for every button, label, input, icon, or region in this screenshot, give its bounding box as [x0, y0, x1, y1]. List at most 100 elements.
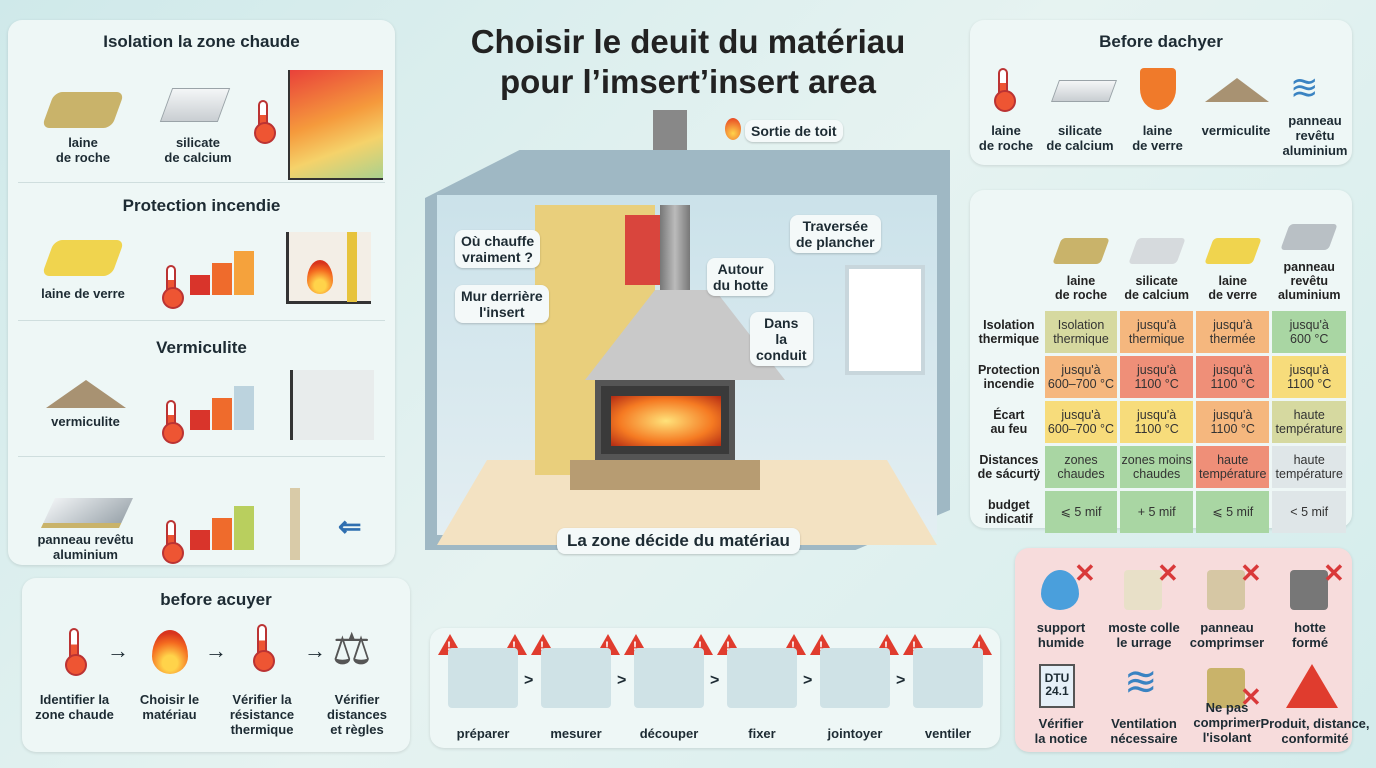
wall-behind-label: Mur derrière l'insert	[455, 285, 549, 323]
warning-label: panneau comprimser	[1189, 620, 1265, 650]
zone-decides-label: La zone décide du matériau	[557, 528, 800, 554]
arrow-left-icon: ⇐	[338, 511, 362, 542]
calcium-silicate-icon	[1050, 80, 1118, 102]
table-cell: ⩽ 5 mif	[1195, 491, 1270, 533]
aluminium-wind-icon: ≋	[1290, 69, 1319, 107]
table-cell: jusqu'à thermée	[1195, 311, 1270, 353]
wind-icon: ≋	[1124, 660, 1158, 704]
row-header: Protection incendie	[977, 363, 1040, 391]
warnings-panel: ✕support humide✕moste colle le urrage✕pa…	[1015, 548, 1370, 752]
scale-icon: ⚖	[332, 625, 372, 674]
row-header: budget indicatif	[984, 498, 1033, 526]
chimney-cap-icon	[653, 110, 687, 150]
table-cell: Isolation thermique	[1044, 311, 1118, 353]
section-heading: Isolation la zone chaude	[103, 32, 300, 51]
left-materials-panel: Isolation la zone chaude laine de roche …	[8, 20, 395, 565]
step-label: découper	[639, 726, 699, 741]
column-header: laine de verre	[1196, 196, 1270, 308]
material-icon	[1127, 238, 1186, 264]
table-cell: < 5 mif	[1272, 491, 1346, 533]
section-heading: Vermiculite	[156, 338, 247, 357]
glue-tube-icon	[1124, 570, 1162, 610]
step-label: fixer	[748, 726, 776, 741]
prepare-step-icon	[448, 648, 518, 708]
item-label: vermiculite	[1201, 123, 1271, 138]
insulation-board-icon	[1207, 668, 1245, 708]
flame-icon	[725, 118, 741, 140]
fire-wall-icon	[286, 232, 371, 304]
table-cell: jusqu'à 1100 °C	[1195, 401, 1270, 443]
compressed-panel-icon	[1207, 570, 1245, 610]
thermometer-icon	[253, 624, 275, 672]
table-cell: haute température	[1195, 446, 1270, 488]
thermometer-icon	[254, 100, 276, 144]
chevron-right-icon: >	[803, 672, 813, 689]
hot-zone-question-label: Où chauffe vraiment ?	[455, 230, 541, 268]
step-label: Choisir le matériau	[139, 692, 200, 722]
heat-bars-icon	[190, 500, 254, 550]
chevron-right-icon: >	[617, 672, 627, 689]
table-cell: jusqu'à 1100 °C	[1195, 356, 1270, 398]
chevron-right-icon: >	[896, 672, 906, 689]
hood-icon	[1290, 570, 1328, 610]
section-heading: before acuyer	[160, 590, 272, 609]
materials-overview-panel: Before dachyer ≋ laine de roche silicate…	[970, 20, 1352, 165]
wall-arrow-icon	[290, 488, 300, 560]
table-cell: ⩽ 5 mif	[1044, 491, 1118, 533]
step-label: mesurer	[550, 726, 602, 741]
prohibited-icon: ✕	[1240, 558, 1262, 588]
table-cell: jusqu'à 600 °C	[1272, 311, 1346, 353]
material-icon	[1280, 224, 1338, 250]
table-cell: zones moins chaudes	[1120, 446, 1193, 488]
warning-label: Vérifier la notice	[1034, 716, 1088, 746]
item-label: laine de verre	[41, 286, 125, 301]
step-label: jointoyer	[827, 726, 883, 741]
warning-label: support humide	[1036, 620, 1086, 650]
item-label: panneau revêtu aluminium	[37, 532, 134, 562]
row-header: Isolation thermique	[978, 318, 1040, 346]
insulation-install-icon	[290, 370, 374, 440]
calcium-silicate-icon	[159, 88, 231, 122]
section-heading: Before dachyer	[1099, 32, 1223, 51]
rock-wool-icon	[41, 92, 125, 128]
table-cell: + 5 mif	[1120, 491, 1193, 533]
prohibited-icon: ✕	[1157, 558, 1179, 588]
arrow-icon: →	[304, 638, 326, 663]
step-label: Identifier la zone chaude	[35, 692, 114, 722]
table-cell: jusqu'à 1100 °C	[1120, 401, 1193, 443]
row-header: Distances de sácurtÿ	[977, 453, 1041, 481]
arrow-icon: →	[205, 638, 227, 663]
aluminium-panel-icon	[41, 498, 133, 528]
fire-shield-icon	[1140, 68, 1176, 110]
material-icon	[1203, 238, 1262, 264]
thermometer-icon	[994, 68, 1016, 112]
section-heading: Protection incendie	[122, 196, 281, 215]
table-cell: jusqu'à 600–700 °C	[1044, 401, 1118, 443]
row-header: Écart au feu	[990, 408, 1028, 436]
table-cell: haute température	[1272, 401, 1346, 443]
table-cell: jusqu'à 1100 °C	[1272, 356, 1346, 398]
item-label: laine de verre	[1132, 123, 1183, 153]
step-label: ventiler	[924, 726, 972, 741]
joint-step-icon	[820, 648, 890, 708]
warning-label: hotte formé	[1291, 620, 1329, 650]
prohibited-icon: ✕	[1323, 558, 1345, 588]
vermiculite-icon	[46, 380, 126, 408]
arrow-icon: →	[107, 638, 129, 663]
item-label: silicate de calcium	[1046, 123, 1114, 153]
table-cell: jusqu'à thermique	[1120, 311, 1193, 353]
column-header: panneau revêtu aluminium	[1272, 196, 1346, 308]
column-header: laine de roche	[1045, 196, 1118, 308]
measure-step-icon	[541, 648, 611, 708]
prohibited-icon: ✕	[1074, 558, 1096, 588]
prohibited-icon: ✕	[1240, 682, 1262, 712]
hood-label: Autour du hotte	[707, 258, 775, 296]
duct-label: Dans la conduit	[750, 312, 813, 366]
warning-label: Produit, distance, conformité	[1260, 716, 1370, 746]
heat-bars-icon	[190, 380, 254, 430]
